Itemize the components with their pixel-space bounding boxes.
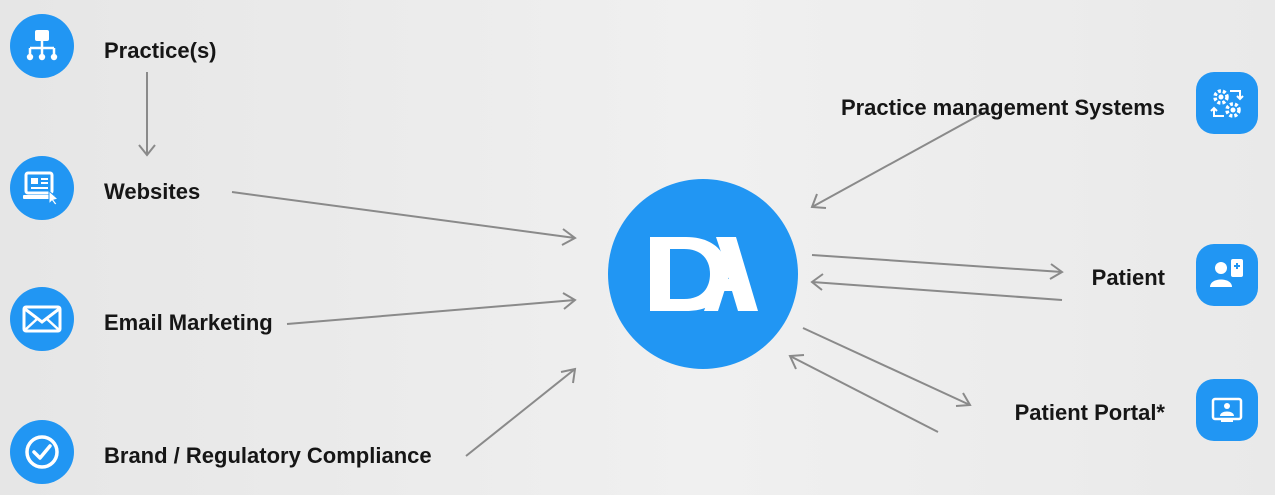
- hub-logo: [608, 179, 798, 369]
- arrow-portal-to-hub: [789, 355, 939, 433]
- pms-label: Practice management Systems: [840, 95, 1165, 120]
- email-marketing-label: Email Marketing: [104, 310, 273, 335]
- arrow-compliance-to-hub: [465, 368, 576, 457]
- arrow-patient-to-hub: [811, 281, 1063, 301]
- gears-sync-icon: [1196, 72, 1258, 134]
- patient-portal-label: Patient Portal*: [1014, 400, 1165, 425]
- hierarchy-icon: [10, 14, 74, 78]
- envelope-icon: [10, 287, 74, 351]
- patient-id-icon: [1196, 244, 1258, 306]
- website-cursor-icon: [10, 156, 74, 220]
- arrow-email-to-hub: [286, 299, 576, 325]
- portal-screen-icon: [1196, 379, 1258, 441]
- arrow-websites-to-hub: [231, 191, 576, 239]
- arrow-hub-to-patient: [811, 254, 1063, 273]
- arrow-hub-to-portal: [802, 327, 971, 406]
- patient-label: Patient: [1091, 265, 1165, 290]
- da-logo-icon: [650, 237, 758, 311]
- arrow-pms-to-hub: [811, 111, 986, 208]
- practices-label: Practice(s): [104, 38, 217, 63]
- check-circle-icon: [10, 420, 74, 484]
- compliance-label: Brand / Regulatory Compliance: [104, 443, 432, 468]
- websites-label: Websites: [104, 179, 201, 204]
